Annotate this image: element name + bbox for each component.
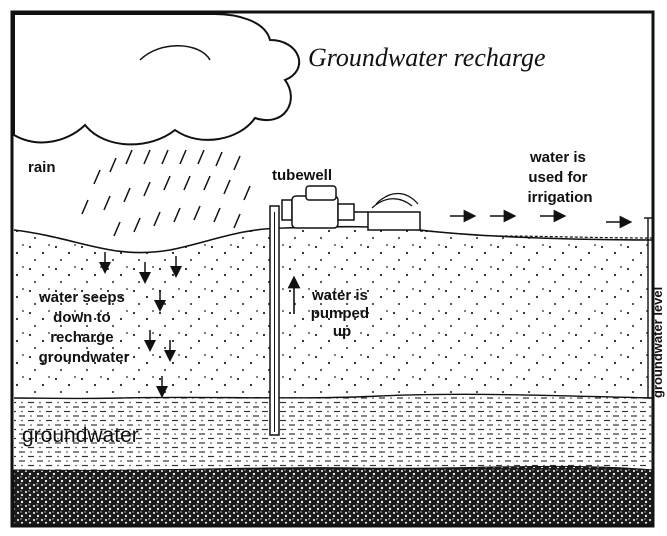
- bedrock-layer: [13, 465, 654, 525]
- seeps-label-line1: water seeps: [38, 289, 125, 306]
- seeps-label-line4: groundwater: [39, 349, 130, 366]
- irrigation-label-line2: used for: [528, 169, 587, 186]
- seeps-label-line2: down to: [53, 309, 110, 326]
- infiltration-arrows: [99, 252, 182, 398]
- tubewell-label: tubewell: [272, 167, 332, 184]
- pumped-label: water is pumped up: [311, 287, 374, 340]
- irrigation-water-surface: [419, 230, 654, 239]
- rain-label: rain: [28, 159, 56, 176]
- groundwater-level-label: groundwater level: [650, 287, 665, 398]
- irrigation-label-line1: water is: [529, 149, 586, 166]
- pump-outflow-spray: [371, 192, 419, 209]
- water-table-line: [13, 393, 654, 400]
- tubewell-pump: [281, 185, 421, 231]
- diagram-title: Groundwater recharge: [308, 43, 546, 72]
- groundwater-label: groundwater: [22, 424, 139, 447]
- irrigation-label-line3: irrigation: [527, 189, 592, 206]
- pumped-label-line3: up: [333, 323, 351, 340]
- rain-streaks: [81, 149, 251, 237]
- seeps-label-line3: recharge: [50, 329, 113, 346]
- seeps-label: water seeps down to recharge groundwater: [38, 289, 130, 366]
- irrigation-label: water is used for irrigation: [527, 149, 592, 206]
- cloud-inner-curve: [139, 45, 211, 61]
- pumped-label-line1: water is: [311, 287, 368, 304]
- groundwater-level-bracket: [644, 217, 652, 399]
- cloud: [13, 13, 301, 146]
- pumped-label-line2: pumped: [311, 305, 369, 322]
- groundwater-layer: [14, 394, 653, 471]
- irrigation-arrows: [450, 209, 633, 229]
